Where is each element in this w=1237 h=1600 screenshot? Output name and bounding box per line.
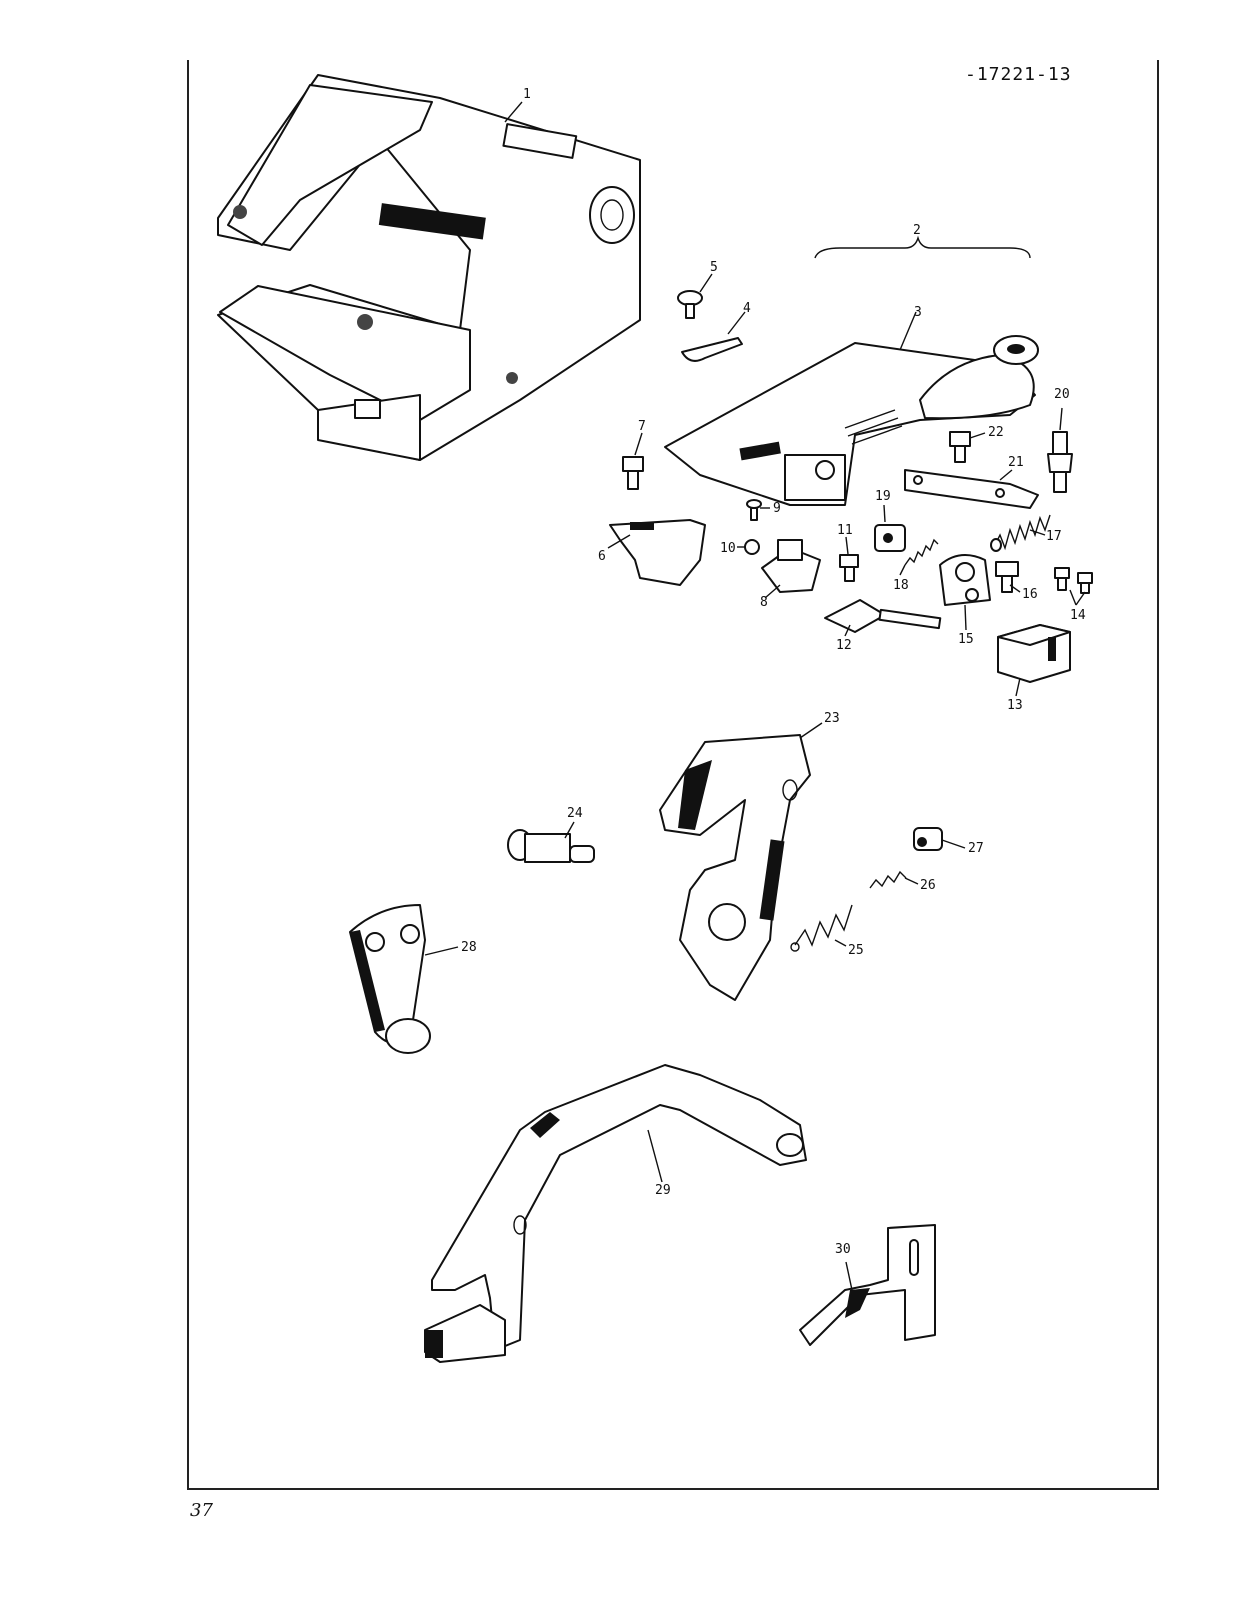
part-19-bushing xyxy=(874,524,906,552)
callout-27: 27 xyxy=(968,841,984,856)
callout-28: 28 xyxy=(461,940,477,955)
part-5-screw xyxy=(677,290,703,319)
callout-17: 17 xyxy=(1046,529,1062,544)
callout-19: 19 xyxy=(875,489,891,504)
page-frame xyxy=(187,60,1159,1490)
part-15-clamp xyxy=(939,554,991,606)
part-17-spring xyxy=(990,514,1051,552)
callout-9: 9 xyxy=(773,501,781,516)
callout-10: 10 xyxy=(720,541,736,556)
callout-29: 29 xyxy=(655,1183,671,1198)
callout-16: 16 xyxy=(1022,587,1038,602)
callout-11: 11 xyxy=(837,523,853,538)
part-29-yoke xyxy=(424,1064,807,1363)
callout-13: 13 xyxy=(1007,698,1023,713)
part-8-block xyxy=(761,539,821,593)
part-14-screws xyxy=(1054,567,1093,594)
part-22-screw xyxy=(949,431,971,463)
part-27-nut xyxy=(913,827,943,851)
callout-5: 5 xyxy=(710,260,718,275)
part-23-lever xyxy=(659,734,811,1001)
part-11-screw xyxy=(839,554,859,582)
callout-23: 23 xyxy=(824,711,840,726)
leader-lines xyxy=(424,101,1086,1291)
part-18-spring xyxy=(904,538,939,566)
part-20-stud xyxy=(1047,431,1073,493)
callout-14: 14 xyxy=(1070,608,1086,623)
part-13-block xyxy=(997,624,1071,683)
callout-21: 21 xyxy=(1008,455,1024,470)
part-1-frame-casting xyxy=(217,74,641,461)
callout-8: 8 xyxy=(760,595,768,610)
part-4-clip xyxy=(681,337,743,362)
part-25-spring xyxy=(790,904,853,952)
part-21-link xyxy=(904,469,1039,509)
callout-4: 4 xyxy=(743,301,751,316)
part-12-pin xyxy=(824,599,942,633)
part-7-screw xyxy=(622,456,644,490)
callout-7: 7 xyxy=(638,419,646,434)
callout-26: 26 xyxy=(920,878,936,893)
part-9-screw xyxy=(746,499,762,521)
callout-3: 3 xyxy=(914,305,922,320)
part-3-assembly-plate xyxy=(664,335,1039,506)
callout-labels: 1 2 3 4 5 6 7 8 9 10 11 12 13 14 15 16 1… xyxy=(461,87,1086,1257)
callout-12: 12 xyxy=(836,638,852,653)
part-26-spring xyxy=(869,870,907,889)
document-number: -17221-13 xyxy=(965,64,1072,85)
page-number: 37 xyxy=(190,1500,213,1521)
part-6-latch xyxy=(609,519,706,586)
callout-24: 24 xyxy=(567,806,583,821)
part-30-foot-bracket xyxy=(799,1224,936,1346)
callout-20: 20 xyxy=(1054,387,1070,402)
part-16-screw xyxy=(995,561,1019,593)
callout-2: 2 xyxy=(913,223,921,238)
callout-22: 22 xyxy=(988,425,1004,440)
part-24-shoulder-screw xyxy=(507,829,595,863)
callout-30: 30 xyxy=(835,1242,851,1257)
part-2-assembly-bracket xyxy=(814,235,1031,259)
callout-15: 15 xyxy=(958,632,974,647)
callout-1: 1 xyxy=(523,87,531,102)
part-28-crank xyxy=(349,904,431,1054)
callout-6: 6 xyxy=(598,549,606,564)
callout-18: 18 xyxy=(893,578,909,593)
part-10-nut xyxy=(744,539,760,555)
callout-25: 25 xyxy=(848,943,864,958)
